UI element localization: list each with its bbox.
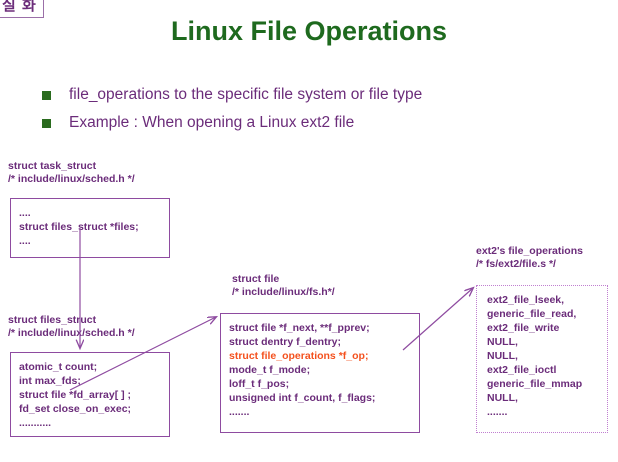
task-struct-caption: struct task_struct /* include/linux/sche… — [8, 160, 135, 186]
file-struct-line: mode_t f_mode; — [229, 364, 311, 376]
task-struct-line: .... — [19, 207, 31, 219]
files-struct-caption: struct files_struct /* include/linux/sch… — [8, 314, 135, 340]
task-struct-caption-line2: /* include/linux/sched.h */ — [8, 173, 135, 185]
files-struct-box: atomic_t count; int max_fds; struct file… — [10, 352, 170, 437]
bullet-item-2: Example : When opening a Linux ext2 file — [42, 114, 354, 132]
page-title: Linux File Operations — [170, 16, 448, 46]
ext2-fops-line: NULL, — [487, 392, 518, 404]
task-struct-caption-line1: struct task_struct — [8, 160, 97, 172]
ext2-fops-line: ....... — [487, 406, 508, 418]
ext2-fops-box: ext2_file_lseek, generic_file_read, ext2… — [476, 285, 608, 433]
task-struct-line: struct files_struct *files; — [19, 221, 139, 233]
files-struct-caption-line2: /* include/linux/sched.h */ — [8, 327, 135, 339]
task-struct-box: .... struct files_struct *files; .... — [10, 198, 170, 258]
file-struct-line: unsigned int f_count, f_flags; — [229, 392, 376, 404]
files-struct-line: fd_set close_on_exec; — [19, 403, 132, 415]
file-struct-line: struct dentry f_dentry; — [229, 336, 342, 348]
bullet-item-2-label: Example : When opening a Linux ext2 file — [69, 114, 355, 131]
file-struct-line: ....... — [229, 406, 250, 418]
files-struct-line: struct file *fd_array[ ] ; — [19, 389, 132, 401]
corner-tab-label: 실 화 — [2, 0, 37, 14]
bullet-item-1: file_operations to the specific file sys… — [42, 86, 422, 104]
files-struct-caption-line1: struct files_struct — [8, 314, 97, 326]
file-struct-line: struct file *f_next, **f_pprev; — [229, 322, 370, 334]
file-struct-box: struct file *f_next, **f_pprev; struct d… — [220, 313, 420, 433]
ext2-fops-line: NULL, — [487, 336, 518, 348]
task-struct-line: .... — [19, 235, 31, 247]
ext2-fops-caption-line1: ext2's file_operations — [476, 245, 583, 257]
ext2-fops-caption: ext2's file_operations /* fs/ext2/file.s… — [476, 245, 583, 271]
ext2-fops-caption-line2: /* fs/ext2/file.s */ — [476, 258, 556, 270]
bullet-square-icon — [42, 118, 51, 128]
files-struct-line: atomic_t count; — [19, 361, 98, 373]
bullet-item-1-label: file_operations to the specific file sys… — [69, 86, 423, 103]
corner-tab: 실 화 — [0, 0, 44, 18]
ext2-fops-line: generic_file_mmap — [487, 378, 583, 390]
files-struct-line: ........... — [19, 417, 52, 429]
file-struct-line-f-op: struct file_operations *f_op; — [229, 350, 369, 362]
file-struct-caption-line1: struct file — [232, 273, 280, 285]
file-struct-caption-line2: /* include/linux/fs.h*/ — [232, 286, 335, 298]
ext2-fops-line: NULL, — [487, 350, 518, 362]
file-struct-caption: struct file /* include/linux/fs.h*/ — [232, 273, 335, 299]
ext2-fops-line: ext2_file_lseek, — [487, 294, 565, 306]
file-struct-line: loff_t f_pos; — [229, 378, 290, 390]
ext2-fops-line: generic_file_read, — [487, 308, 577, 320]
bullet-square-icon — [42, 90, 51, 100]
ext2-fops-line: ext2_file_write — [487, 322, 560, 334]
ext2-fops-line: ext2_file_ioctl — [487, 364, 557, 376]
files-struct-line: int max_fds; — [19, 375, 81, 387]
